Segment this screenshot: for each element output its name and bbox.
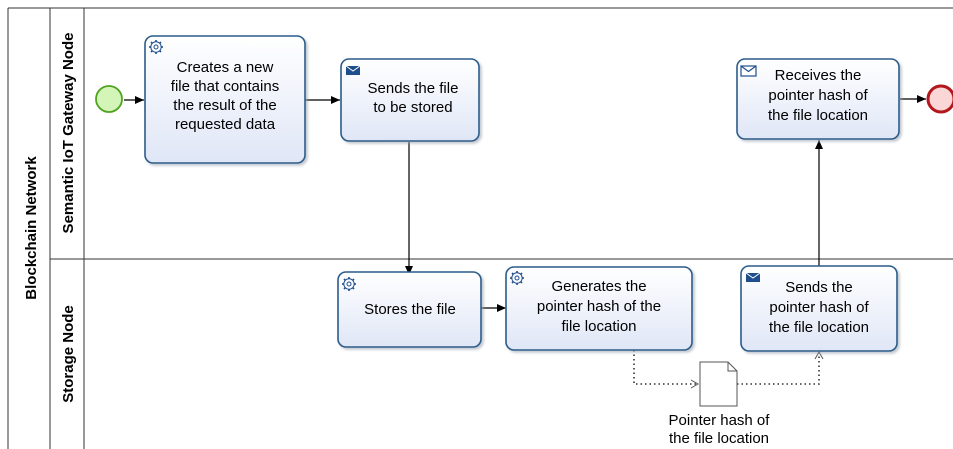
task-create-file-line-3: the result of the [173, 97, 276, 114]
task-generate-hash-line-2: pointer hash of the [537, 298, 661, 315]
data-object[interactable]: Pointer hash of the file location [669, 361, 771, 447]
pool-label: Blockchain Network [23, 156, 40, 300]
association-generate-to-data [633, 350, 700, 389]
task-send-hash-line-1: Sends the [785, 279, 853, 296]
lane-label-storage: Storage Node [60, 305, 77, 403]
envelope-filled-icon [345, 65, 361, 75]
task-store-file-line-1: Stores the file [364, 301, 456, 318]
task-send-file-line-1: Sends the file [368, 80, 459, 97]
start-event[interactable] [95, 85, 123, 113]
task-store-file[interactable]: Stores the file [337, 271, 482, 348]
task-receive-hash-line-3: the file location [768, 107, 868, 124]
data-object-fold [727, 362, 737, 372]
task-receive-hash[interactable]: Receives the pointer hash of the file lo… [736, 58, 900, 140]
task-create-file-box[interactable] [144, 35, 306, 164]
task-receive-hash-line-2: pointer hash of [768, 87, 868, 104]
envelope-filled-icon [745, 272, 761, 282]
data-associations [633, 350, 824, 389]
task-generate-hash-box[interactable] [505, 266, 693, 351]
task-generate-hash-line-1: Generates the [551, 278, 646, 295]
task-send-hash-line-3: the file location [769, 319, 869, 336]
pool: Blockchain Network Semantic IoT Gateway … [7, 7, 953, 449]
sequence-flows [124, 95, 926, 312]
task-receive-hash-box[interactable] [736, 58, 900, 140]
data-object-icon[interactable] [699, 361, 738, 407]
task-create-file-line-2: file that contains [171, 78, 279, 95]
task-receive-hash-line-1: Receives the [775, 67, 862, 84]
data-object-label-line-2: the file location [669, 430, 769, 447]
task-create-file[interactable]: Creates a new file that contains the res… [144, 35, 306, 164]
task-store-file-box[interactable] [337, 271, 482, 348]
task-send-hash-box[interactable] [740, 265, 898, 352]
association-data-to-sendhash [737, 350, 824, 385]
lane-label-gateway: Semantic IoT Gateway Node [60, 33, 77, 234]
task-send-file[interactable]: Sends the file to be stored [340, 58, 480, 142]
task-create-file-line-1: Creates a new [177, 59, 274, 76]
task-generate-hash-line-3: file location [561, 318, 636, 335]
task-send-hash[interactable]: Sends the pointer hash of the file locat… [740, 265, 898, 352]
task-send-file-line-2: to be stored [373, 99, 452, 116]
task-generate-hash[interactable]: Generates the pointer hash of the file l… [505, 266, 693, 351]
envelope-outline-icon [740, 65, 757, 77]
end-event[interactable] [926, 84, 953, 114]
task-create-file-line-4: requested data [175, 116, 276, 133]
data-object-label-line-1: Pointer hash of [669, 412, 771, 429]
task-send-file-box[interactable] [340, 58, 480, 142]
task-send-hash-line-2: pointer hash of [769, 299, 869, 316]
